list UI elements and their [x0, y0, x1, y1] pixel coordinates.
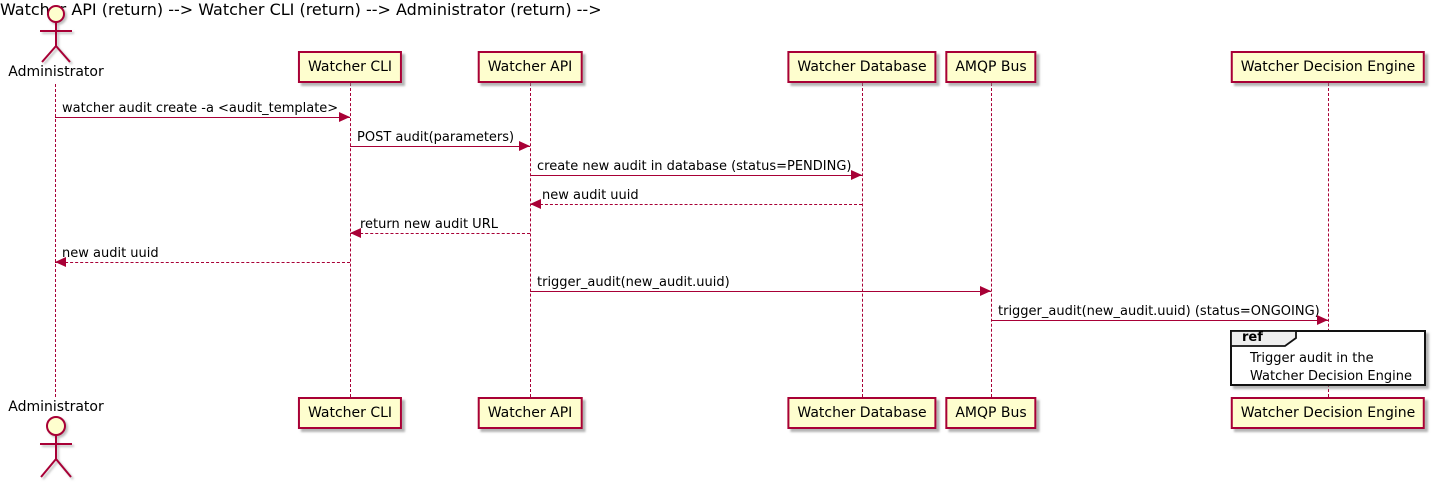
ref-tab: ref — [1230, 330, 1298, 347]
lifeline-watcher-decision-engine — [1328, 83, 1329, 397]
message-line — [350, 146, 530, 147]
ref-fragment: ref Trigger audit in the Watcher Decisio… — [1230, 330, 1426, 386]
actor-label-bottom: Administrator — [8, 399, 104, 415]
ref-text: Trigger audit in the Watcher Decision En… — [1232, 332, 1424, 386]
actor-icon-top — [40, 5, 72, 63]
participant-watcher-api-bottom: Watcher API — [477, 397, 583, 429]
message-line — [350, 233, 530, 234]
lifeline-watcher-cli — [350, 83, 351, 397]
participant-watcher-cli-bottom: Watcher CLI — [297, 397, 403, 429]
message-line — [55, 262, 350, 263]
participant-amqp-bus-top: AMQP Bus — [945, 51, 1037, 83]
message-line — [530, 204, 862, 205]
message-label: trigger_audit(new_audit.uuid) (status=ON… — [998, 304, 1320, 319]
message-line — [530, 291, 991, 292]
lifeline-watcher-api — [530, 83, 531, 397]
arrowhead-right-icon — [339, 112, 350, 122]
message-label: return new audit URL — [360, 217, 498, 232]
participant-watcher-decision-engine-bottom: Watcher Decision Engine — [1230, 397, 1426, 429]
message-label: POST audit(parameters) — [357, 130, 515, 145]
message-label: new audit uuid — [542, 188, 639, 203]
ref-text-line: Watcher Decision Engine — [1250, 369, 1412, 384]
participant-watcher-database-bottom: Watcher Database — [787, 397, 937, 429]
actor-label-top: Administrator — [8, 64, 104, 80]
lifeline-administrator — [55, 84, 56, 397]
ref-tab-shape-icon — [1230, 330, 1297, 347]
message-label: watcher audit create -a <audit_template> — [62, 101, 339, 116]
message-label: new audit uuid — [62, 246, 159, 261]
arrowhead-left-icon — [530, 199, 541, 209]
participant-watcher-api-top: Watcher API — [477, 51, 583, 83]
arrowhead-right-icon — [1317, 315, 1328, 325]
actor-icon-bottom — [40, 416, 72, 478]
arrowhead-left-icon — [350, 228, 361, 238]
message-line — [530, 175, 862, 176]
participant-watcher-database-top: Watcher Database — [787, 51, 937, 83]
arrowhead-right-icon — [519, 141, 530, 151]
message-line — [55, 117, 350, 118]
message-line — [991, 320, 1328, 321]
arrowhead-left-icon — [55, 257, 66, 267]
participant-watcher-decision-engine-top: Watcher Decision Engine — [1230, 51, 1426, 83]
ref-keyword: ref — [1242, 330, 1263, 345]
arrowhead-right-icon — [851, 170, 862, 180]
lifeline-watcher-database — [862, 83, 863, 397]
message-label: create new audit in database (status=PEN… — [537, 159, 852, 174]
arrowhead-right-icon — [980, 286, 991, 296]
participant-amqp-bus-bottom: AMQP Bus — [945, 397, 1037, 429]
participant-watcher-cli-top: Watcher CLI — [297, 51, 403, 83]
message-label: trigger_audit(new_audit.uuid) — [537, 275, 730, 290]
ref-text-line: Trigger audit in the — [1250, 351, 1374, 366]
lifeline-amqp-bus — [991, 83, 992, 397]
